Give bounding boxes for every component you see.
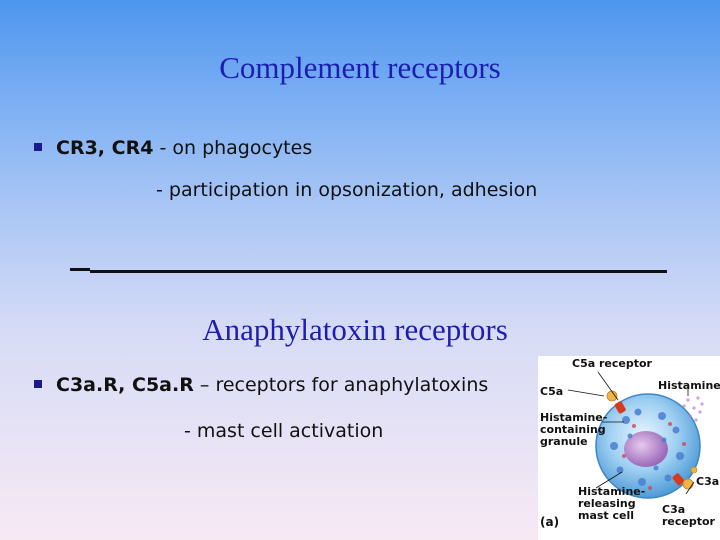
nucleus — [624, 431, 668, 467]
c3a-ligand — [682, 478, 694, 490]
bullet-bold-text: C3a.R, C5a.R — [56, 374, 194, 396]
bullet-square-icon — [34, 380, 42, 388]
label-c5a-receptor: C5a receptor — [572, 357, 652, 370]
sub-point-opsonization: - participation in opsonization, adhesio… — [156, 179, 538, 201]
panel-label: (a) — [540, 515, 560, 529]
sub-point-mast-cell: - mast cell activation — [184, 420, 384, 442]
label-histamine-releasing-mast-cell: Histamine- releasing mast cell — [578, 485, 646, 522]
label-c3a: C3a — [696, 475, 720, 488]
bullet-text: – receptors for anaphylatoxins — [193, 374, 489, 396]
bullet-cr3-cr4: CR3, CR4 - on phagocytes — [34, 137, 312, 159]
divider-line — [90, 270, 667, 273]
label-histamine-granule: Histamine- containing granule — [540, 411, 608, 448]
divider-dash — [70, 268, 90, 271]
bullet-c3ar-c5ar: C3a.R, C5a.R – receptors for anaphylatox… — [34, 374, 488, 396]
c3a-receptor — [672, 473, 685, 486]
mast-cell-illustration — [567, 371, 704, 499]
label-c3a-receptor: C3a receptor — [662, 503, 715, 528]
granules — [610, 408, 684, 486]
bullet-text: - on phagocytes — [153, 137, 313, 159]
slide-title-anaphylatoxin-receptors: Anaphylatoxin receptors — [202, 312, 508, 347]
slide-title-complement-receptors: Complement receptors — [219, 50, 501, 85]
released-histamine — [682, 396, 704, 422]
label-histamine: Histamine — [658, 379, 720, 392]
c5a-receptor — [614, 401, 626, 414]
label-leader-lines — [567, 371, 695, 495]
mast-cell-figure: C5a receptor C5a Histamine Histamine- co… — [538, 356, 720, 540]
bullet-square-icon — [34, 143, 42, 151]
label-c5a: C5a — [540, 385, 564, 398]
bullet-bold-text: CR3, CR4 — [56, 137, 154, 159]
